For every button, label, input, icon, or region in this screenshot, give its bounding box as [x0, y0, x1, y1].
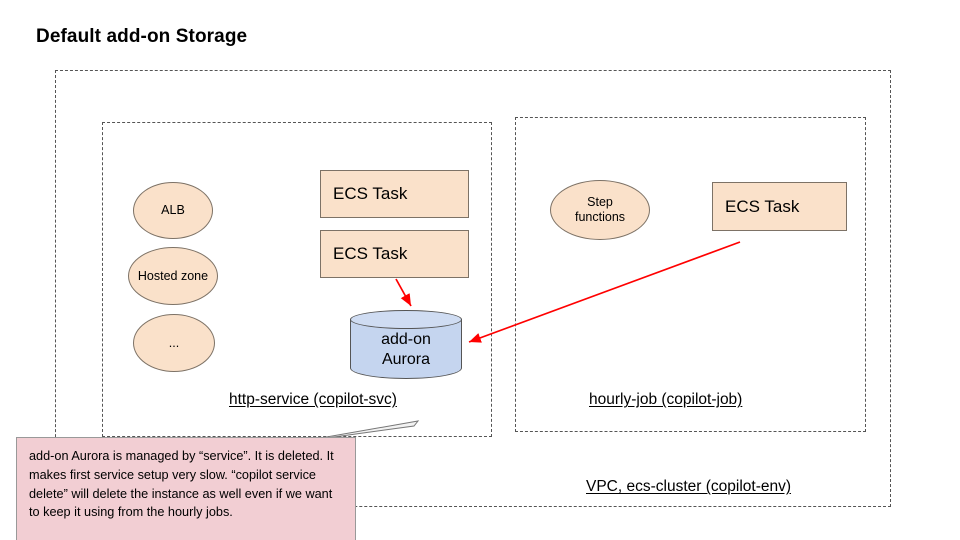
- callout-note-text: add-on Aurora is managed by “service”. I…: [29, 449, 334, 520]
- node-ecs-task-3-label: ECS Task: [725, 196, 800, 216]
- node-alb-label: ALB: [161, 203, 185, 217]
- node-ecs-task-3[interactable]: ECS Task: [712, 182, 847, 231]
- container-hourly-job: [515, 117, 866, 432]
- node-hosted-zone-label: Hosted zone: [137, 268, 209, 283]
- node-ecs-task-2[interactable]: ECS Task: [320, 230, 469, 278]
- label-http-service: http-service (copilot-svc): [229, 391, 397, 408]
- label-hourly-job: hourly-job (copilot-job): [589, 391, 743, 408]
- node-alb[interactable]: ALB: [133, 182, 213, 239]
- callout-tail: [297, 420, 420, 443]
- page-title: Default add-on Storage: [36, 26, 248, 47]
- node-ecs-task-1[interactable]: ECS Task: [320, 170, 469, 218]
- container-vpc: [55, 70, 891, 507]
- node-ellipsis[interactable]: ...: [133, 314, 215, 372]
- node-ellipsis-label: ...: [168, 335, 180, 350]
- node-ecs-task-1-label: ECS Task: [333, 184, 408, 203]
- label-vpc: VPC, ecs-cluster (copilot-env): [586, 478, 792, 495]
- node-ecs-task-2-label: ECS Task: [333, 244, 408, 263]
- callout-note: add-on Aurora is managed by “service”. I…: [16, 437, 356, 540]
- cylinder-top: [350, 310, 462, 329]
- cylinder-body: [350, 319, 462, 379]
- node-hosted-zone[interactable]: Hosted zone: [128, 247, 218, 305]
